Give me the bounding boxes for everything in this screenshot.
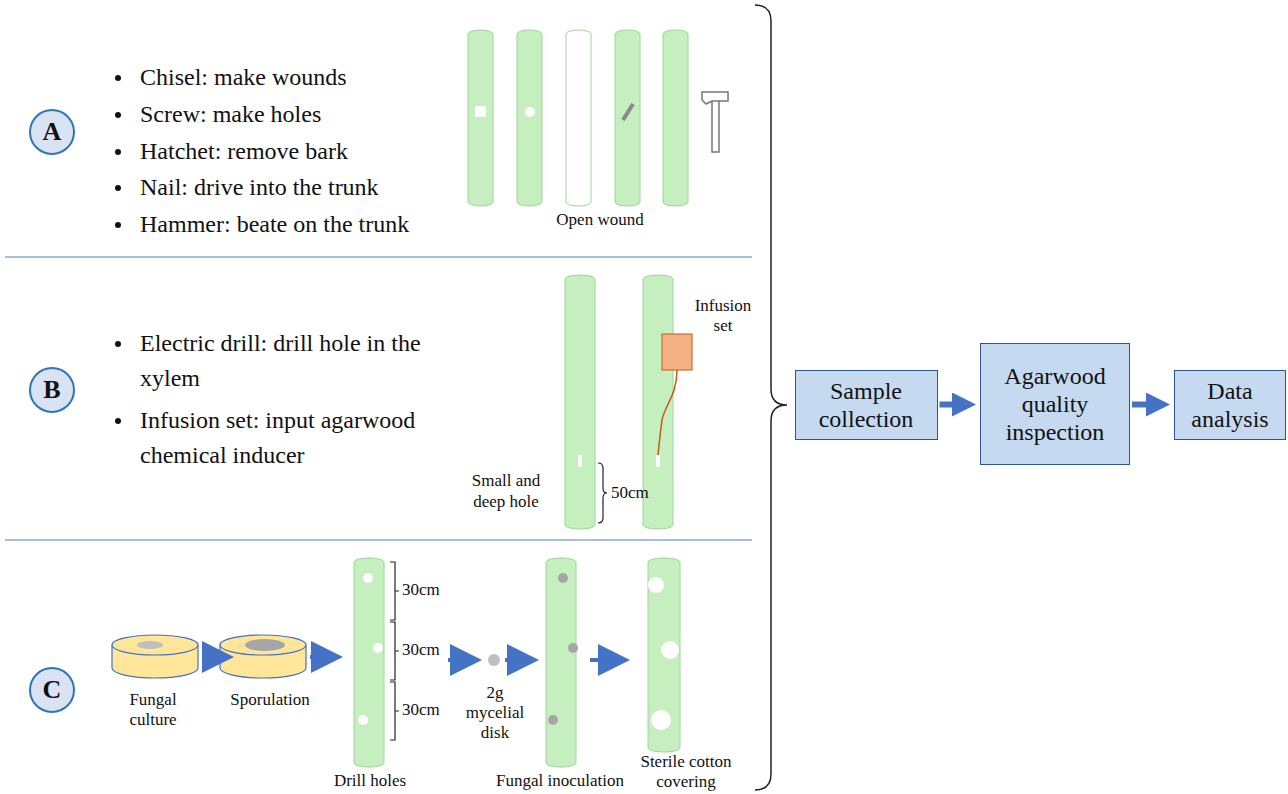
trunk [663, 30, 688, 206]
node-text: Sample collection [804, 377, 929, 433]
trunk [648, 558, 680, 752]
figure-label: Sporulation [220, 690, 320, 710]
bullet-text: Hammer: beate on the trunk [140, 209, 470, 239]
trunk [354, 558, 384, 767]
section-circle: A [29, 109, 75, 155]
drill-holes [358, 573, 383, 725]
hammer-icon [702, 92, 728, 152]
cotton-plugs [648, 577, 679, 730]
infusion-tube [658, 370, 677, 455]
mycelial-disk [488, 654, 500, 666]
figure-label: Small and deep hole [462, 470, 550, 512]
bullet-text: Infusion set: input agarwood chemical in… [140, 403, 470, 473]
process-box: Sample collection [795, 370, 938, 440]
screw-hole [525, 107, 535, 117]
trunk [468, 30, 493, 206]
bullet-text: Screw: make holes [140, 99, 470, 129]
process-box: Data analysis [1174, 370, 1286, 440]
trunk [566, 30, 591, 206]
bullet-text: Chisel: make wounds [140, 62, 470, 92]
dimension-brackets [390, 562, 399, 740]
chisel-wound [475, 106, 486, 117]
figure-label: Open wound [540, 210, 660, 230]
trunk [615, 30, 640, 206]
node-text: C [43, 675, 62, 705]
petri-dish [112, 635, 198, 678]
inoculated-holes [548, 573, 578, 725]
figure-label: Infusion set [686, 296, 760, 336]
dimension-brace [598, 463, 607, 523]
infusion-bag [662, 334, 692, 370]
bullet-text: Nail: drive into the trunk [140, 172, 470, 202]
figure-label: 30cm [402, 700, 452, 720]
small-hole [578, 455, 582, 467]
section-divider [5, 540, 752, 541]
node-text: Data analysis [1183, 377, 1277, 433]
trunk [546, 558, 576, 767]
section-circle: B [29, 367, 75, 413]
nail [623, 104, 633, 120]
flow-arrow [1132, 402, 1164, 408]
node-text: A [43, 117, 62, 147]
figure-label: Drill holes [320, 771, 420, 791]
bullets [115, 75, 121, 424]
figure-label: Sterile cotton covering [630, 752, 742, 792]
group-brace [755, 5, 787, 790]
node-text: B [43, 375, 60, 405]
figure-label: Fungal culture [115, 690, 191, 730]
section-circle: C [29, 667, 75, 713]
trunk [517, 30, 542, 206]
figure-label: 2g mycelial disk [458, 683, 532, 743]
bullet-text: Electric drill: drill hole in the xylem [140, 326, 480, 396]
figure-label: 30cm [402, 580, 452, 600]
petri-dish [220, 635, 306, 678]
bullet-text: Hatchet: remove bark [140, 136, 470, 166]
trunks [354, 30, 688, 767]
trunk [565, 275, 595, 529]
figure-label: Fungal inoculation [482, 771, 638, 791]
node-text: Agarwood quality inspection [989, 362, 1121, 446]
small-hole [656, 455, 660, 467]
section-divider [5, 257, 752, 258]
figure-label: 50cm [611, 483, 671, 503]
flow-arrow [940, 402, 971, 408]
figure-label: 30cm [402, 640, 452, 660]
process-box: Agarwood quality inspection [980, 343, 1130, 465]
